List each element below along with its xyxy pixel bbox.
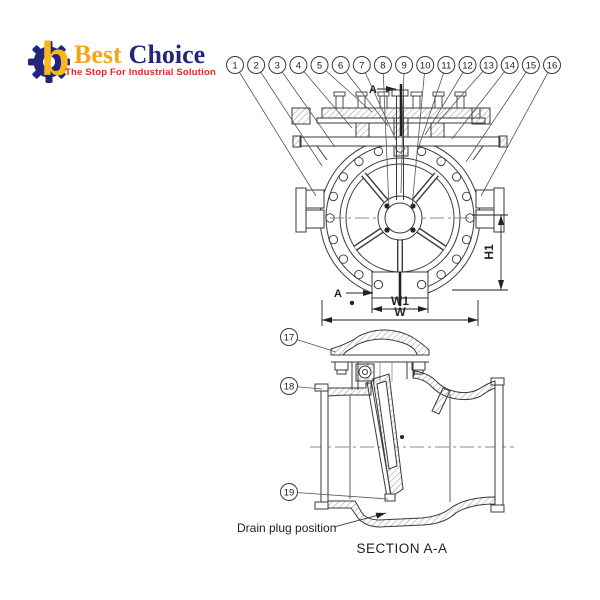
brand-tagline: The Stop For Industrial Solution [65,67,216,78]
right-flange [490,377,505,513]
dimensions [321,84,508,326]
gear-icon [28,41,70,83]
callout-5: 5 [317,60,322,71]
drain-plug-leader [333,512,387,528]
right-trunnion [475,187,505,233]
brand-second-word: Choice [129,40,206,69]
callout-19: 19 [284,487,295,498]
callout-7: 7 [359,60,364,71]
valve-disc [366,373,404,502]
callout-14: 14 [504,60,515,71]
callout-10: 10 [420,60,431,71]
gear-letter: b [41,32,70,85]
body-bottom-wall [327,496,496,528]
cover-studs [333,91,467,109]
section-view [310,329,514,528]
body-top-right-wall [412,370,496,401]
callout-8: 8 [380,60,385,71]
label-section-a-bottom: A [334,288,342,300]
section-title: SECTION A-A [356,541,447,556]
drain-plug-label: Drain plug position [237,521,336,535]
disc-spokes [353,172,447,272]
callout-balloons-top [226,56,561,74]
callout-1: 1 [232,60,237,71]
section-marker-bottom [346,272,402,306]
dim-h1 [452,214,508,291]
section-marker-top [377,84,403,136]
label-h1: H1 [482,244,496,260]
callout-16: 16 [547,60,558,71]
callout-13: 13 [483,60,494,71]
dim-w [321,300,479,326]
callout-15: 15 [526,60,537,71]
hub [377,195,423,241]
body-top-left-wall [327,382,372,397]
callout-9: 9 [401,60,406,71]
callout-3: 3 [275,60,280,71]
bonnet-cover [330,329,430,390]
callout-11: 11 [441,60,451,71]
left-trunnion [295,187,325,233]
callout-2: 2 [253,60,258,71]
callout-leaders-top [234,64,553,208]
callout-6: 6 [338,60,343,71]
left-flange [314,383,329,510]
stop-pin [431,387,451,415]
callout-numbers-top: 1 2 3 4 5 6 7 8 9 10 11 12 13 14 15 16 [232,60,557,71]
callout-4: 4 [296,60,301,71]
callout-12: 12 [462,60,473,71]
hinge-boss [355,363,375,382]
callout-18: 18 [284,381,295,392]
dim-w1 [371,298,429,313]
label-w: W [394,305,406,319]
label-w1: W1 [391,294,409,308]
callout-balloons-section [280,328,298,501]
top-works [291,89,508,200]
callout-17: 17 [284,332,295,343]
brand-first-word: Best [74,40,122,69]
